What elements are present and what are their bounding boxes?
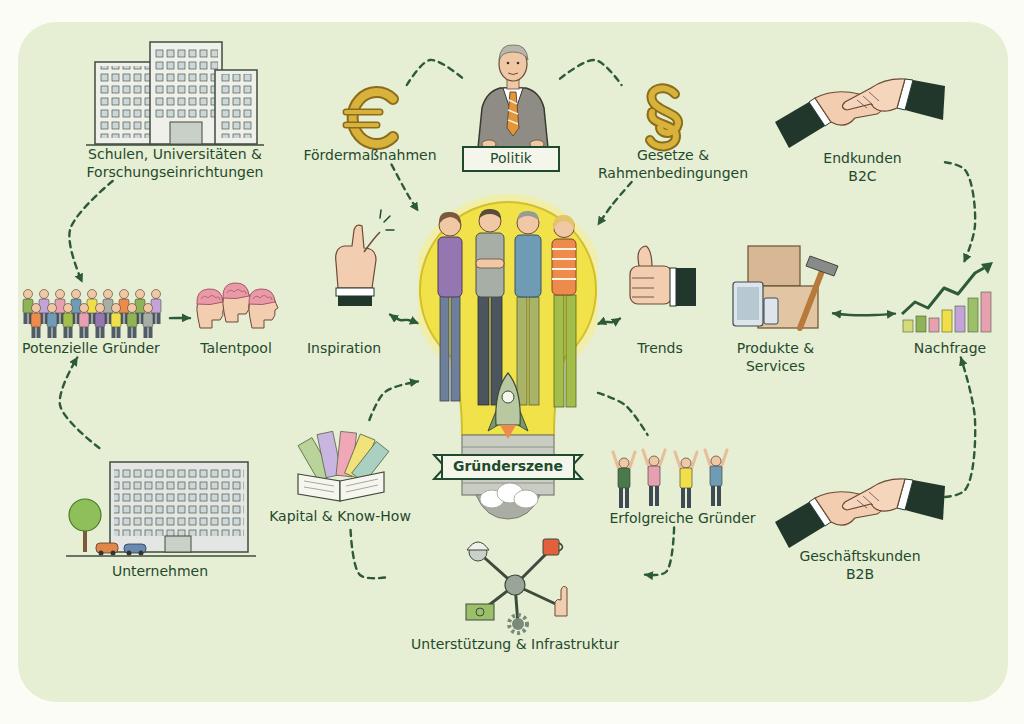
rocket: [488, 373, 528, 439]
lightbulb-node: Gründerszene: [418, 185, 598, 520]
node-label: Fördermaßnahmen: [295, 147, 445, 165]
node-label: Geschäftskunden B2B: [794, 548, 926, 583]
icon-space: [775, 470, 945, 548]
podium-label: Politik: [462, 146, 560, 172]
dashed-arrow: [369, 381, 418, 420]
node-label: Potenzielle Gründer: [12, 340, 170, 358]
concept-node: Produkte & Services: [718, 240, 833, 375]
money-and-book: [298, 431, 389, 501]
crowd: [23, 290, 161, 339]
concept-node: Erfolgreiche Gründer: [600, 435, 765, 528]
icon-space: [60, 38, 290, 146]
icon-space: [600, 435, 765, 510]
support-network: [466, 539, 567, 633]
icon-space: [295, 85, 445, 147]
solid-arrow: [833, 313, 895, 315]
icon-space: [65, 448, 255, 563]
concept-node: Inspiration: [298, 222, 390, 358]
node-label: Gesetze & Rahmenbedingungen: [578, 147, 768, 182]
icon-space: [895, 262, 1005, 340]
concept-node: Schulen, Universitäten & Forschungseinri…: [60, 38, 290, 181]
solid-arrow: [598, 319, 620, 324]
school-buildings: [86, 42, 264, 145]
icon-space: [718, 240, 833, 340]
dashed-arrow: [598, 393, 648, 435]
concept-node: Politik: [462, 38, 560, 172]
node-label: Nachfrage: [895, 340, 1005, 358]
concept-node: Talentpool: [190, 280, 282, 358]
node-label: Unterstützung & Infrastruktur: [385, 636, 645, 654]
thumbs-up: [630, 246, 696, 306]
handshake-b2b: [775, 479, 945, 548]
concept-node: Geschäftskunden B2B: [775, 470, 945, 583]
dashed-arrow: [645, 528, 674, 576]
concept-node: Unternehmen: [65, 448, 255, 581]
node-label: Trends: [620, 340, 700, 358]
icon-space: [265, 420, 415, 508]
node-label: Produkte & Services: [728, 340, 823, 375]
concept-node: Nachfrage: [895, 262, 1005, 358]
icon-space: [298, 222, 390, 340]
concept-node: Potenzielle Gründer: [12, 282, 170, 358]
dashed-arrow: [350, 526, 385, 579]
dashed-arrow: [945, 358, 975, 497]
concept-node: Gesetze & Rahmenbedingungen: [578, 85, 768, 182]
demand-chart: [902, 262, 993, 332]
celebrating-people: [613, 450, 727, 508]
banner-label: Gründerszene: [441, 454, 575, 480]
brain-heads: [197, 283, 278, 328]
dashed-arrow: [60, 358, 100, 449]
concept-node: Fördermaßnahmen: [295, 85, 445, 165]
concept-node: Kapital & Know-How: [265, 420, 415, 526]
products: [733, 246, 838, 328]
concept-node: Unterstützung & Infrastruktur: [385, 528, 645, 654]
node-label: Erfolgreiche Gründer: [600, 510, 765, 528]
dashed-arrow: [69, 181, 112, 282]
paragraph-symbol: [650, 88, 678, 146]
node-label: Unternehmen: [65, 563, 255, 581]
solid-arrow: [170, 317, 190, 320]
euro-symbol: [346, 92, 393, 144]
icon-space: [462, 38, 560, 146]
icon-space: [190, 280, 282, 340]
company-building: [66, 462, 256, 556]
snapping-hand: [336, 210, 394, 306]
bulb-glass: [420, 202, 596, 435]
node-label: Inspiration: [298, 340, 390, 358]
dashed-arrow: [598, 182, 632, 225]
dashed-arrow: [560, 60, 622, 85]
icon-space: [620, 240, 700, 340]
concept-node: Endkunden B2C: [780, 75, 945, 185]
background-panel: [18, 22, 1008, 702]
dashed-arrow: [945, 162, 975, 262]
node-label: Talentpool: [190, 340, 282, 358]
politician: [478, 45, 548, 148]
icon-space: [578, 85, 768, 147]
node-label: Kapital & Know-How: [265, 508, 415, 526]
concept-node: Trends: [620, 240, 700, 358]
node-label: Endkunden B2C: [813, 150, 913, 185]
icon-space: [780, 75, 945, 150]
dashed-arrow: [407, 60, 462, 85]
icon-space: [385, 528, 645, 636]
solid-arrow: [390, 315, 418, 324]
dashed-arrow: [392, 165, 418, 211]
handshake-b2c: [775, 79, 945, 148]
icon-space: [12, 282, 170, 340]
node-label: Schulen, Universitäten & Forschungseinri…: [60, 146, 290, 181]
